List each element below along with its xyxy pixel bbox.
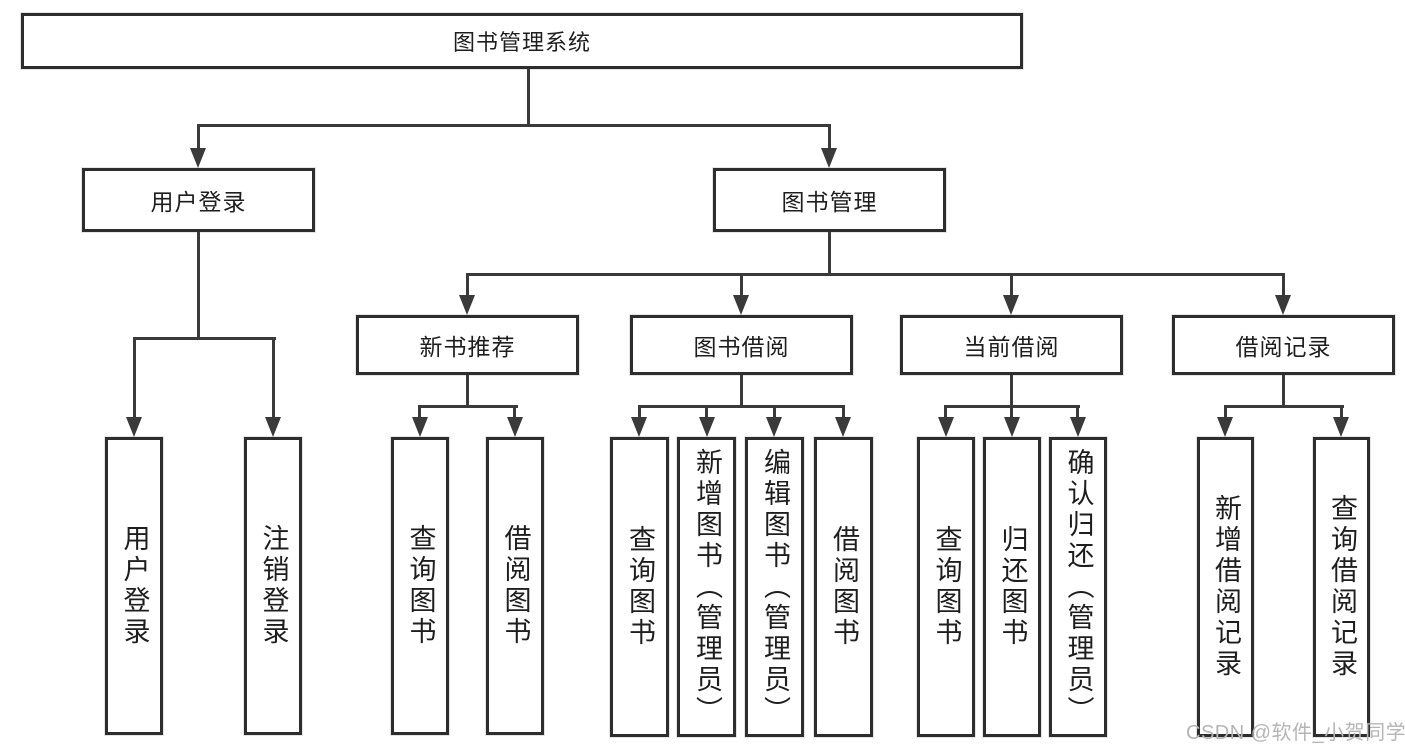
leaf-label: 借阅图书 — [500, 524, 531, 648]
leaf-label: 查询图书 — [931, 525, 962, 649]
leaf-label: 编辑图书（管理员） — [760, 447, 790, 727]
edge-drop-new-book — [466, 273, 469, 298]
edge-borrow-record-rail — [1224, 405, 1344, 408]
arrowhead-query-books-2 — [631, 417, 647, 437]
edge-book-borrow-stub — [740, 375, 743, 408]
edge-user-login-rail — [133, 337, 276, 340]
edge-drop-user-login — [197, 124, 200, 150]
arrowhead-confirm-return — [1070, 417, 1086, 437]
leaf-confirm-return-admin: 确认归还（管理员） — [1049, 437, 1107, 737]
leaf-query-books-3: 查询图书 — [917, 437, 975, 737]
edge-drop-current-borrow — [1010, 273, 1013, 298]
edge-new-book-rail — [418, 405, 518, 408]
arrowhead-leaf-user-login — [126, 417, 142, 437]
leaf-query-books-2: 查询图书 — [610, 437, 669, 737]
leaf-add-books-admin: 新增图书（管理员） — [677, 437, 736, 737]
arrowhead-edit-books — [766, 417, 782, 437]
edge-drop-leaf-logout — [272, 337, 275, 419]
edge-book-mgmt-stub — [828, 232, 831, 276]
arrowhead-leaf-logout — [265, 417, 281, 437]
edge-root-stub — [527, 69, 530, 127]
arrowhead-new-book — [459, 295, 475, 315]
leaf-add-borrow-record: 新增借阅记录 — [1197, 437, 1254, 737]
edge-drop-confirm-return — [1076, 405, 1079, 419]
edge-drop-leaf-user-login — [133, 337, 136, 419]
leaf-label: 查询图书 — [405, 524, 436, 648]
edge-drop-add-books — [705, 405, 708, 419]
edge-drop-query-record — [1340, 405, 1343, 419]
arrowhead-current-borrow — [1003, 295, 1019, 315]
node-label: 当前借阅 — [963, 334, 1060, 360]
leaf-edit-books-admin: 编辑图书（管理员） — [745, 437, 804, 737]
arrowhead-borrow-record — [1275, 295, 1291, 315]
node-label: 图书管理系统 — [452, 30, 591, 55]
leaf-label: 确认归还（管理员） — [1063, 447, 1094, 727]
leaf-label: 用户登录 — [119, 524, 150, 648]
node-root-library-system: 图书管理系统 — [21, 13, 1023, 69]
edge-drop-borrow-books-2 — [842, 405, 845, 419]
arrowhead-add-record — [1217, 417, 1233, 437]
node-label: 图书管理 — [781, 189, 878, 215]
node-user-login: 用户登录 — [82, 168, 315, 232]
leaf-borrow-books-2: 借阅图书 — [814, 437, 873, 737]
arrowhead-return-books — [1004, 417, 1020, 437]
edge-user-login-stub — [197, 232, 200, 339]
leaf-query-borrow-record: 查询借阅记录 — [1313, 437, 1370, 737]
arrowhead-book-mgmt — [821, 148, 837, 168]
arrowhead-user-login — [190, 148, 206, 168]
arrowhead-query-record — [1333, 417, 1349, 437]
leaf-query-books-1: 查询图书 — [391, 437, 449, 735]
arrowhead-query-books-3 — [938, 417, 954, 437]
node-label: 借阅记录 — [1235, 334, 1332, 360]
leaf-logout: 注销登录 — [244, 437, 302, 735]
edge-drop-query-books-2 — [638, 405, 641, 419]
node-new-book-recommendation: 新书推荐 — [356, 315, 579, 375]
edge-drop-borrow-record — [1282, 273, 1285, 298]
arrowhead-add-books — [699, 417, 715, 437]
edge-drop-book-borrow — [740, 273, 743, 298]
edge-drop-add-record — [1224, 405, 1227, 419]
node-label: 用户登录 — [150, 189, 247, 215]
edge-borrow-record-stub — [1282, 375, 1285, 408]
leaf-label: 借阅图书 — [829, 525, 859, 649]
edge-drop-book-mgmt — [828, 124, 831, 150]
leaf-label: 注销登录 — [258, 524, 289, 648]
arrowhead-query-books-1 — [412, 417, 428, 437]
edge-level3-rail — [466, 273, 1285, 276]
edge-current-borrow-stub — [1010, 375, 1013, 408]
node-borrowing-records: 借阅记录 — [1172, 315, 1395, 375]
node-label: 新书推荐 — [419, 334, 516, 360]
arrowhead-borrow-books-1 — [507, 417, 523, 437]
leaf-label: 查询借阅记录 — [1327, 494, 1357, 680]
edge-drop-return-books — [1010, 405, 1013, 419]
edge-drop-query-books-3 — [944, 405, 947, 419]
leaf-return-books: 归还图书 — [983, 437, 1041, 737]
arrowhead-book-borrow — [733, 295, 749, 315]
edge-book-borrow-rail — [638, 405, 845, 408]
node-book-borrowing: 图书借阅 — [630, 315, 853, 375]
csdn-watermark: CSDN @软件_小贺同学 — [1186, 722, 1405, 744]
leaf-user-login: 用户登录 — [105, 437, 163, 735]
leaf-label: 新增图书（管理员） — [692, 447, 722, 727]
node-current-borrowing: 当前借阅 — [900, 315, 1123, 375]
node-label: 图书借阅 — [693, 334, 790, 360]
edge-level2-rail — [197, 124, 831, 127]
edge-drop-borrow-books-1 — [513, 405, 516, 419]
leaf-label: 新增借阅记录 — [1211, 494, 1241, 680]
edge-drop-query-books-1 — [418, 405, 421, 419]
leaf-label: 归还图书 — [997, 525, 1028, 649]
edge-new-book-stub — [466, 375, 469, 408]
edge-drop-edit-books — [773, 405, 776, 419]
leaf-label: 查询图书 — [625, 525, 655, 649]
node-book-management: 图书管理 — [713, 168, 946, 232]
leaf-borrow-books-1: 借阅图书 — [486, 437, 544, 735]
arrowhead-borrow-books-2 — [835, 417, 851, 437]
